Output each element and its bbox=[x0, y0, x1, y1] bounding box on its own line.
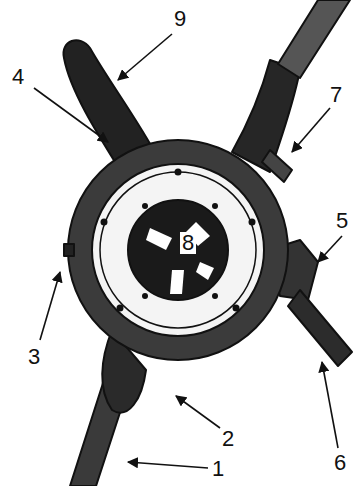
callout-number: 6 bbox=[334, 452, 346, 474]
face-plate bbox=[92, 164, 264, 336]
callout-number: 5 bbox=[336, 210, 348, 232]
callout-number: 1 bbox=[212, 458, 224, 480]
callout-number: 2 bbox=[222, 428, 234, 450]
die-opening bbox=[128, 200, 228, 300]
callout-number: 7 bbox=[330, 84, 342, 106]
ratchet-lever bbox=[288, 290, 352, 366]
cam-lever bbox=[262, 150, 292, 182]
dies bbox=[146, 222, 214, 294]
upper-right-pipe bbox=[278, 0, 350, 78]
callout-number: 3 bbox=[28, 346, 40, 368]
die-head-body bbox=[68, 140, 288, 360]
callout-number: 9 bbox=[174, 8, 186, 30]
face-plate-ring bbox=[100, 172, 256, 328]
leader-lines bbox=[34, 34, 342, 468]
callout-number: 4 bbox=[12, 66, 24, 88]
callout-number: 8 bbox=[180, 232, 196, 254]
side-knob bbox=[64, 244, 74, 256]
plate-screws bbox=[101, 169, 256, 312]
